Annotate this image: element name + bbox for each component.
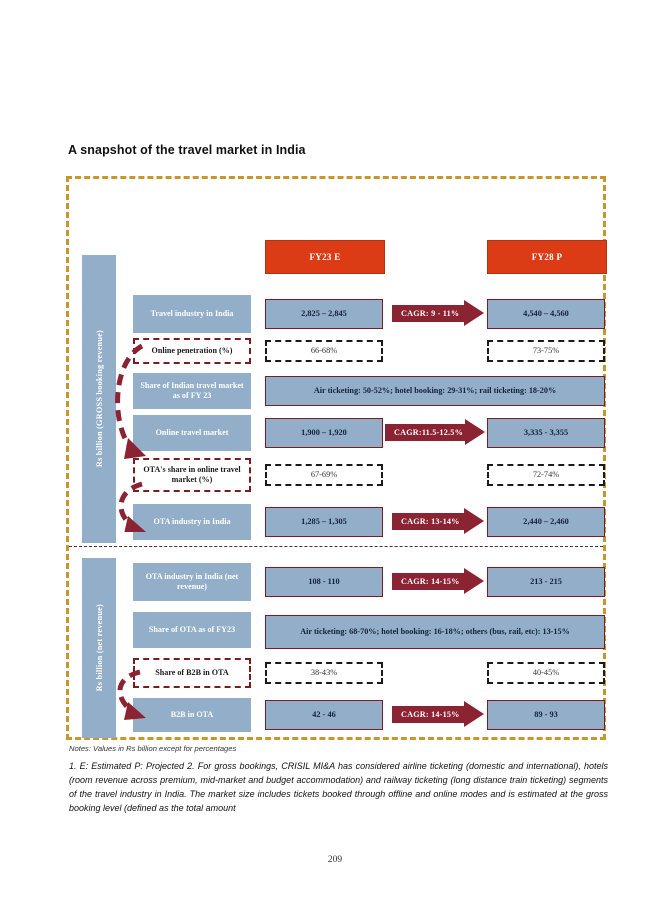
cagr-label-ota-industry-net: CAGR: 14-15% [401, 577, 460, 586]
axis-label-net: Rs billion (net revenue) [82, 558, 116, 738]
value-fy23-online-penetration: 66-68% [265, 340, 383, 362]
value-fy28-online-travel-market: 3,335 - 3,355 [487, 418, 605, 448]
row-label-b2b-in-ota: B2B in OTA [133, 698, 251, 732]
value-fy28-share-b2b: 40-45% [487, 662, 605, 684]
value-fy28-ota-industry: 2,440 – 2,460 [487, 507, 605, 537]
cagr-arrow-online-travel-market: CAGR:11.5-12.5% [385, 419, 485, 446]
cagr-label-ota-industry: CAGR: 13-14% [401, 517, 460, 526]
notes-body: 1. E: Estimated P: Projected 2. For gros… [69, 761, 608, 813]
row-label-share-b2b: Share of B2B in OTA [133, 658, 251, 688]
row-label-ota-industry: OTA industry in India [133, 504, 251, 540]
cagr-arrow-b2b-in-ota: CAGR: 14-15% [392, 701, 484, 728]
cagr-arrow-ota-industry-net: CAGR: 14-15% [392, 568, 484, 595]
section-divider [69, 546, 603, 547]
value-fy28-b2b-in-ota: 89 - 93 [487, 700, 605, 730]
value-fy23-ota-share-online: 67-69% [265, 464, 383, 486]
value-fy28-ota-industry-net: 213 - 215 [487, 567, 605, 597]
value-fy23-b2b-in-ota: 42 - 46 [265, 700, 383, 730]
cagr-label-travel-industry: CAGR: 9 - 11% [401, 309, 460, 318]
cagr-label-online-travel-market: CAGR:11.5-12.5% [394, 428, 463, 437]
row-label-share-indian-travel-market: Share of Indian travel market as of FY 2… [133, 373, 251, 409]
value-fy23-online-travel-market: 1,900 – 1,920 [265, 418, 383, 448]
cagr-arrow-ota-industry: CAGR: 13-14% [392, 508, 484, 535]
value-share-of-ota: Air ticketing: 68-70%; hotel booking: 16… [265, 615, 605, 649]
row-label-online-penetration: Online penetration (%) [133, 338, 251, 364]
row-label-travel-industry: Travel industry in India [133, 295, 251, 333]
column-header-fy28: FY28 P [487, 240, 607, 274]
page-number: 209 [327, 855, 343, 865]
cagr-label-b2b-in-ota: CAGR: 14-15% [401, 710, 460, 719]
value-share-indian-travel-market: Air ticketing: 50-52%; hotel booking: 29… [265, 376, 605, 406]
value-fy23-share-b2b: 38-43% [265, 662, 383, 684]
row-label-ota-industry-net: OTA industry in India (net revenue) [133, 563, 251, 601]
value-fy23-ota-industry: 1,285 – 1,305 [265, 507, 383, 537]
axis-label-gross-text: Rs billion (GROSS booking revenue) [94, 330, 104, 468]
axis-label-net-text: Rs billion (net revenue) [94, 604, 104, 692]
value-fy28-travel-industry: 4,540 – 4,560 [487, 299, 605, 329]
row-label-ota-share-online: OTA's share in online travel market (%) [133, 458, 251, 492]
axis-label-gross: Rs billion (GROSS booking revenue) [82, 255, 116, 543]
cagr-arrow-travel-industry: CAGR: 9 - 11% [392, 300, 484, 327]
value-fy23-ota-industry-net: 108 - 110 [265, 567, 383, 597]
value-fy23-travel-industry: 2,825 – 2,845 [265, 299, 383, 329]
dashed-gold-frame [66, 176, 606, 740]
row-label-online-travel-market: Online travel market [133, 415, 251, 451]
page-title: A snapshot of the travel market in India [68, 143, 306, 157]
value-fy28-online-penetration: 73-75% [487, 340, 605, 362]
notes-line1: Notes: Values in Rs billion except for p… [69, 744, 237, 753]
row-label-share-of-ota: Share of OTA as of FY23 [133, 612, 251, 648]
column-header-fy23: FY23 E [265, 240, 385, 274]
value-fy28-ota-share-online: 72-74% [487, 464, 605, 486]
